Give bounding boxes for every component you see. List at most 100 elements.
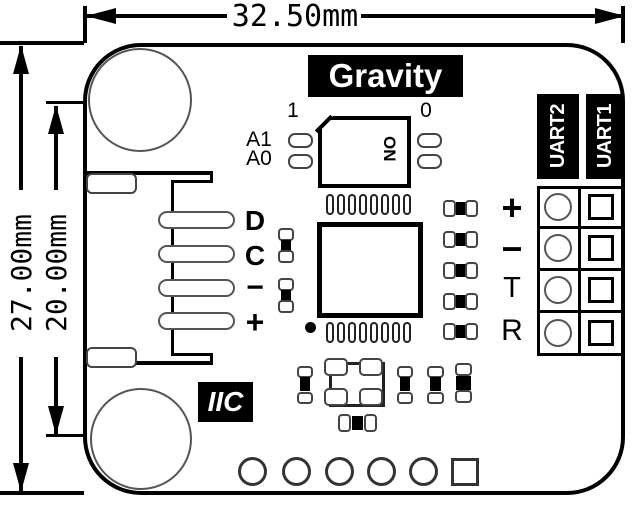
terminal-pin-r-label: R bbox=[501, 314, 523, 347]
connector-pin-pad bbox=[158, 312, 235, 330]
mounting-hole bbox=[88, 48, 192, 152]
header-hole bbox=[238, 457, 267, 486]
uart1-label: UART1 bbox=[593, 104, 616, 169]
terminal-hole-round bbox=[544, 276, 572, 304]
terminal-pin-plus-label: + bbox=[501, 187, 523, 228]
terminal-divider bbox=[540, 310, 622, 313]
switch-row-a0-label: A0 bbox=[246, 147, 272, 170]
dip-switch-body[interactable] bbox=[318, 116, 411, 188]
header-hole bbox=[282, 457, 311, 486]
connector-tab bbox=[86, 347, 137, 368]
switch-pad bbox=[417, 154, 442, 169]
uart1-header: UART1 bbox=[586, 94, 624, 179]
dim-arrow-right bbox=[595, 8, 625, 24]
switch-pad bbox=[417, 133, 442, 148]
switch-pad bbox=[288, 154, 313, 169]
terminal-hole-square bbox=[588, 320, 614, 346]
connector-outline bbox=[210, 171, 213, 183]
smd-pad bbox=[278, 250, 294, 263]
smd-pad bbox=[443, 262, 456, 279]
smd-pad bbox=[465, 262, 478, 279]
switch-position-0-label: 0 bbox=[420, 99, 432, 122]
smd-body bbox=[281, 240, 291, 251]
dip-switch-on-wrap: ON bbox=[374, 130, 404, 168]
smd-body bbox=[300, 377, 310, 391]
smd-pad bbox=[455, 390, 472, 403]
dim-extension-line bbox=[0, 491, 84, 495]
dim-arrow-down bbox=[48, 406, 64, 435]
connector-pin-c-label: C bbox=[244, 240, 266, 271]
dim-extension-line bbox=[621, 6, 625, 43]
smd-pad bbox=[465, 231, 478, 248]
uart2-label: UART2 bbox=[546, 104, 569, 169]
ic-pin1-dot bbox=[305, 322, 316, 333]
connector-pin-minus-label: − bbox=[246, 271, 264, 304]
dim-height-inner-wrap: 20.00mm bbox=[39, 188, 73, 358]
header-hole bbox=[325, 457, 354, 486]
connector-outline bbox=[85, 361, 213, 365]
header-hole bbox=[367, 457, 396, 486]
smd-pad bbox=[465, 293, 478, 310]
connector-outline bbox=[172, 353, 213, 356]
smd-pad bbox=[443, 293, 456, 310]
iic-label: IIC bbox=[198, 382, 253, 422]
main-ic bbox=[317, 222, 423, 318]
connector-outline bbox=[85, 171, 213, 175]
smd-pad bbox=[397, 392, 413, 404]
dim-height-inner-label: 20.00mm bbox=[39, 213, 73, 332]
smd-pad bbox=[443, 231, 456, 248]
dim-height-outer-label: 27.00mm bbox=[4, 213, 38, 332]
dim-arrow-up bbox=[13, 45, 29, 74]
ic-pad-row-bottom bbox=[326, 322, 411, 343]
dim-line-segment bbox=[361, 14, 623, 18]
ic-pad-row-top bbox=[326, 194, 411, 215]
switch-row-a1-label: A1 bbox=[246, 128, 272, 151]
dim-extension-line bbox=[46, 101, 84, 104]
smd-pad bbox=[443, 323, 456, 340]
switch-position-1-label: 1 bbox=[287, 99, 299, 122]
terminal-hole-round bbox=[544, 193, 572, 221]
connector-pin-pad bbox=[158, 279, 235, 297]
smd-body bbox=[456, 202, 466, 215]
dim-arrow-up bbox=[48, 105, 64, 134]
connector-outline bbox=[172, 180, 213, 183]
terminal-hole-round bbox=[544, 319, 572, 347]
dim-width-label: 32.50mm bbox=[231, 0, 359, 34]
crystal-pad bbox=[324, 358, 348, 376]
terminal-hole-square bbox=[588, 277, 614, 303]
terminal-divider bbox=[540, 226, 622, 229]
switch-pad bbox=[288, 133, 313, 148]
smd-pad bbox=[455, 363, 472, 376]
smd-pad bbox=[364, 414, 377, 432]
smd-body bbox=[456, 376, 471, 390]
connector-pin-pad bbox=[158, 211, 235, 229]
connector-outline bbox=[171, 180, 174, 356]
mounting-hole bbox=[90, 388, 192, 490]
dim-height-outer-wrap: 27.00mm bbox=[4, 188, 38, 358]
connector-pin-plus-label: + bbox=[245, 304, 265, 340]
dim-line-segment bbox=[19, 46, 23, 190]
dim-extension-line bbox=[83, 6, 87, 43]
smd-pad bbox=[278, 300, 294, 313]
smd-pad bbox=[465, 200, 478, 217]
connector-pin-pad bbox=[158, 245, 235, 263]
dim-arrow-down bbox=[13, 463, 29, 492]
smd-pad bbox=[338, 414, 351, 432]
header-hole-square bbox=[451, 458, 479, 486]
connector-pin-d-label: D bbox=[244, 205, 266, 236]
dim-arrow-left bbox=[86, 8, 116, 24]
terminal-hole-square bbox=[588, 235, 614, 261]
smd-pad bbox=[465, 323, 478, 340]
terminal-hole-round bbox=[544, 234, 572, 262]
connector-tab bbox=[86, 173, 137, 194]
smd-pad bbox=[297, 392, 313, 404]
terminal-hole-square bbox=[588, 194, 614, 220]
dim-line-segment bbox=[54, 357, 58, 435]
terminal-divider bbox=[540, 268, 622, 271]
smd-pad bbox=[427, 392, 444, 404]
smd-body bbox=[352, 416, 363, 430]
crystal-pad bbox=[359, 388, 383, 406]
header-hole bbox=[409, 457, 438, 486]
smd-body bbox=[430, 377, 441, 391]
